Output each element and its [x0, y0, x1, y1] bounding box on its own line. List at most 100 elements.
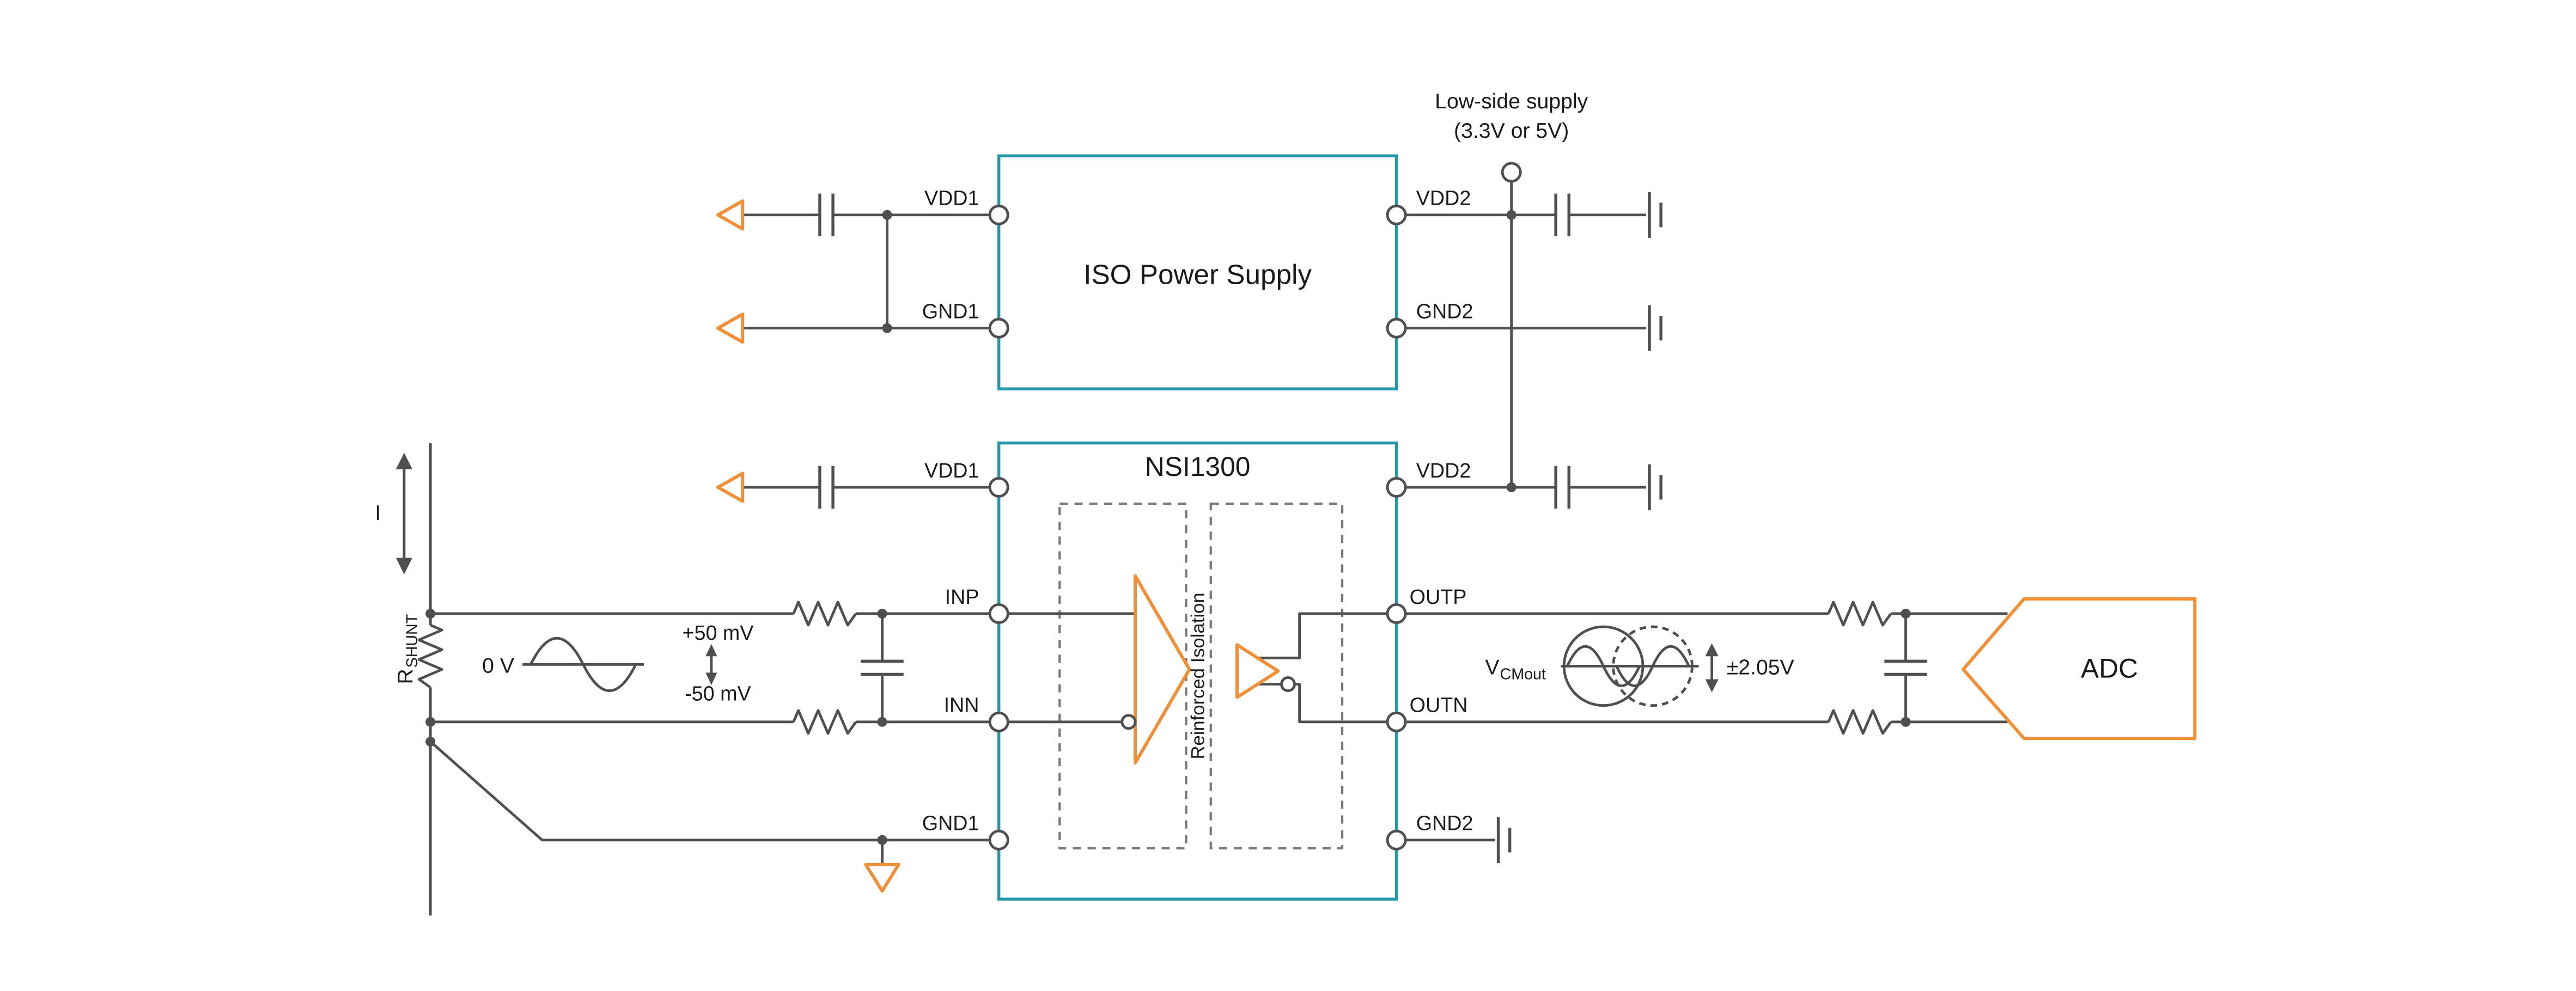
- resistor-inp: [794, 602, 856, 625]
- capacitor-vdd1-iso: [820, 194, 833, 236]
- sine-wave: [529, 637, 637, 692]
- wire-segment: [1257, 612, 1387, 659]
- pin-nsi-outp: [1386, 603, 1407, 624]
- minus-50mv-label: -50 mV: [685, 682, 751, 705]
- pin-nsi-gnd2: [1386, 829, 1407, 851]
- low-side-supply-terminal: [1501, 162, 1522, 183]
- resistor-outn: [1829, 711, 1891, 733]
- pin-label-iso-vdd2: VDD2: [1416, 187, 1471, 210]
- pin-iso-gnd2: [1386, 317, 1407, 339]
- isolation-amplifiers: [1120, 574, 1296, 765]
- arrow-up-icon: [1705, 643, 1719, 657]
- wire-segment: [429, 741, 990, 842]
- junction-dot: [425, 717, 436, 727]
- wires: [429, 181, 2008, 916]
- pin-iso-gnd1: [988, 317, 1009, 339]
- arrow-down-icon: [705, 672, 717, 686]
- capacitor-vdd1-nsi: [820, 466, 833, 509]
- ground-symbol: [1649, 192, 1661, 238]
- nsi1300-block: [997, 441, 1398, 901]
- pin-label-nsi-inn: INN: [944, 694, 979, 717]
- current-arrow: [395, 452, 413, 574]
- iso-ground-triangle-icon: [864, 862, 900, 893]
- junction-dot: [882, 210, 892, 220]
- pin-nsi-inp: [988, 603, 1009, 624]
- junction-dot: [1901, 717, 1911, 727]
- resistor-outp: [1829, 602, 1891, 625]
- components: [419, 192, 1927, 893]
- rshunt-label-prefix: R: [394, 669, 417, 684]
- rshunt-resistor: [419, 625, 442, 688]
- modulator-triangle-icon: [1134, 574, 1191, 765]
- ground-symbol: [1499, 817, 1510, 863]
- supply-arrow-icon: [718, 314, 742, 342]
- pins: [988, 162, 1522, 851]
- arrow-up-icon: [395, 452, 413, 469]
- junction-dot: [425, 608, 436, 619]
- input-signal-annotation: [522, 637, 717, 692]
- pin-nsi-gnd1: [988, 829, 1009, 851]
- rshunt-label-subscript: SHUNT: [404, 614, 421, 668]
- wire-segment: [1257, 683, 1387, 724]
- pin-label-nsi-gnd1: GND1: [922, 812, 979, 835]
- pin-label-iso-gnd2: GND2: [1416, 300, 1473, 323]
- junction-dot: [877, 608, 887, 619]
- pin-label-nsi-outn: OUTN: [1410, 694, 1468, 717]
- resistor-inn: [794, 711, 856, 733]
- arrow-down-icon: [395, 558, 413, 574]
- pin-label-nsi-inp: INP: [945, 585, 979, 608]
- plus-50mv-label: +50 mV: [682, 621, 753, 644]
- junction-dot: [425, 736, 436, 747]
- signal-circle: [1562, 625, 1645, 707]
- adc-block: [1962, 597, 2197, 740]
- iso-block-title: ISO Power Supply: [1083, 259, 1312, 290]
- ground-symbol: [1649, 464, 1661, 510]
- nsi-block-title: NSI1300: [1145, 451, 1251, 482]
- pin-nsi-inn: [988, 711, 1009, 732]
- ground-symbol: [1649, 305, 1661, 351]
- arrow-up-icon: [705, 644, 717, 657]
- vcmout-label-prefix: V: [1485, 656, 1499, 679]
- capacitor-vdd2-iso: [1556, 194, 1569, 236]
- pin-nsi-vdd1: [988, 476, 1009, 498]
- capacitor-vdd2-nsi: [1556, 466, 1569, 509]
- vcmout-label-subscript: CMout: [1500, 665, 1546, 683]
- junction-dot: [1901, 608, 1911, 619]
- output-signal-annotation: [1561, 625, 1719, 707]
- demodulator-triangle-icon: [1235, 643, 1280, 699]
- wire-segment: [1008, 612, 1136, 724]
- junction-dot: [1506, 482, 1517, 492]
- inverting-output-bubble: [1280, 676, 1296, 692]
- capacitor-output-diff: [1884, 661, 1927, 674]
- pin-label-nsi-outp: OUTP: [1410, 585, 1467, 608]
- junction-dot: [1506, 210, 1517, 220]
- junction-dots: [425, 210, 1911, 845]
- junction-dot: [877, 717, 887, 727]
- low-side-supply-label-line2: (3.3V or 5V): [1454, 119, 1569, 143]
- pin-label-iso-gnd1: GND1: [922, 300, 979, 323]
- iso-power-supply-block: [997, 154, 1398, 390]
- swing-2v05-label: ±2.05V: [1727, 656, 1794, 679]
- inverting-input-bubble: [1120, 714, 1137, 730]
- supply-arrow-icon: [718, 473, 742, 501]
- signal-circle-dashed: [1612, 625, 1694, 707]
- zero-volt-label: 0 V: [482, 654, 514, 677]
- pin-iso-vdd2: [1386, 204, 1407, 225]
- junction-dot: [882, 323, 892, 333]
- adc-title: ADC: [2081, 653, 2138, 683]
- reinforced-isolation-label: Reinforced Isolation: [1188, 592, 1209, 759]
- junction-dot: [877, 835, 887, 845]
- pin-label-nsi-vdd2: VDD2: [1416, 459, 1471, 482]
- pin-nsi-outn: [1386, 711, 1407, 732]
- rshunt-label: R SHUNT: [394, 614, 421, 684]
- low-side-supply-label-line1: Low-side supply: [1435, 90, 1588, 113]
- supply-arrow-icon: [718, 201, 742, 229]
- current-label: I: [375, 501, 381, 525]
- arrow-down-icon: [1705, 679, 1719, 693]
- pin-label-nsi-gnd2: GND2: [1416, 812, 1473, 835]
- sine-wave-inverted: [1615, 645, 1690, 687]
- pin-label-iso-vdd1: VDD1: [924, 187, 979, 210]
- capacitor-input-diff: [861, 661, 903, 674]
